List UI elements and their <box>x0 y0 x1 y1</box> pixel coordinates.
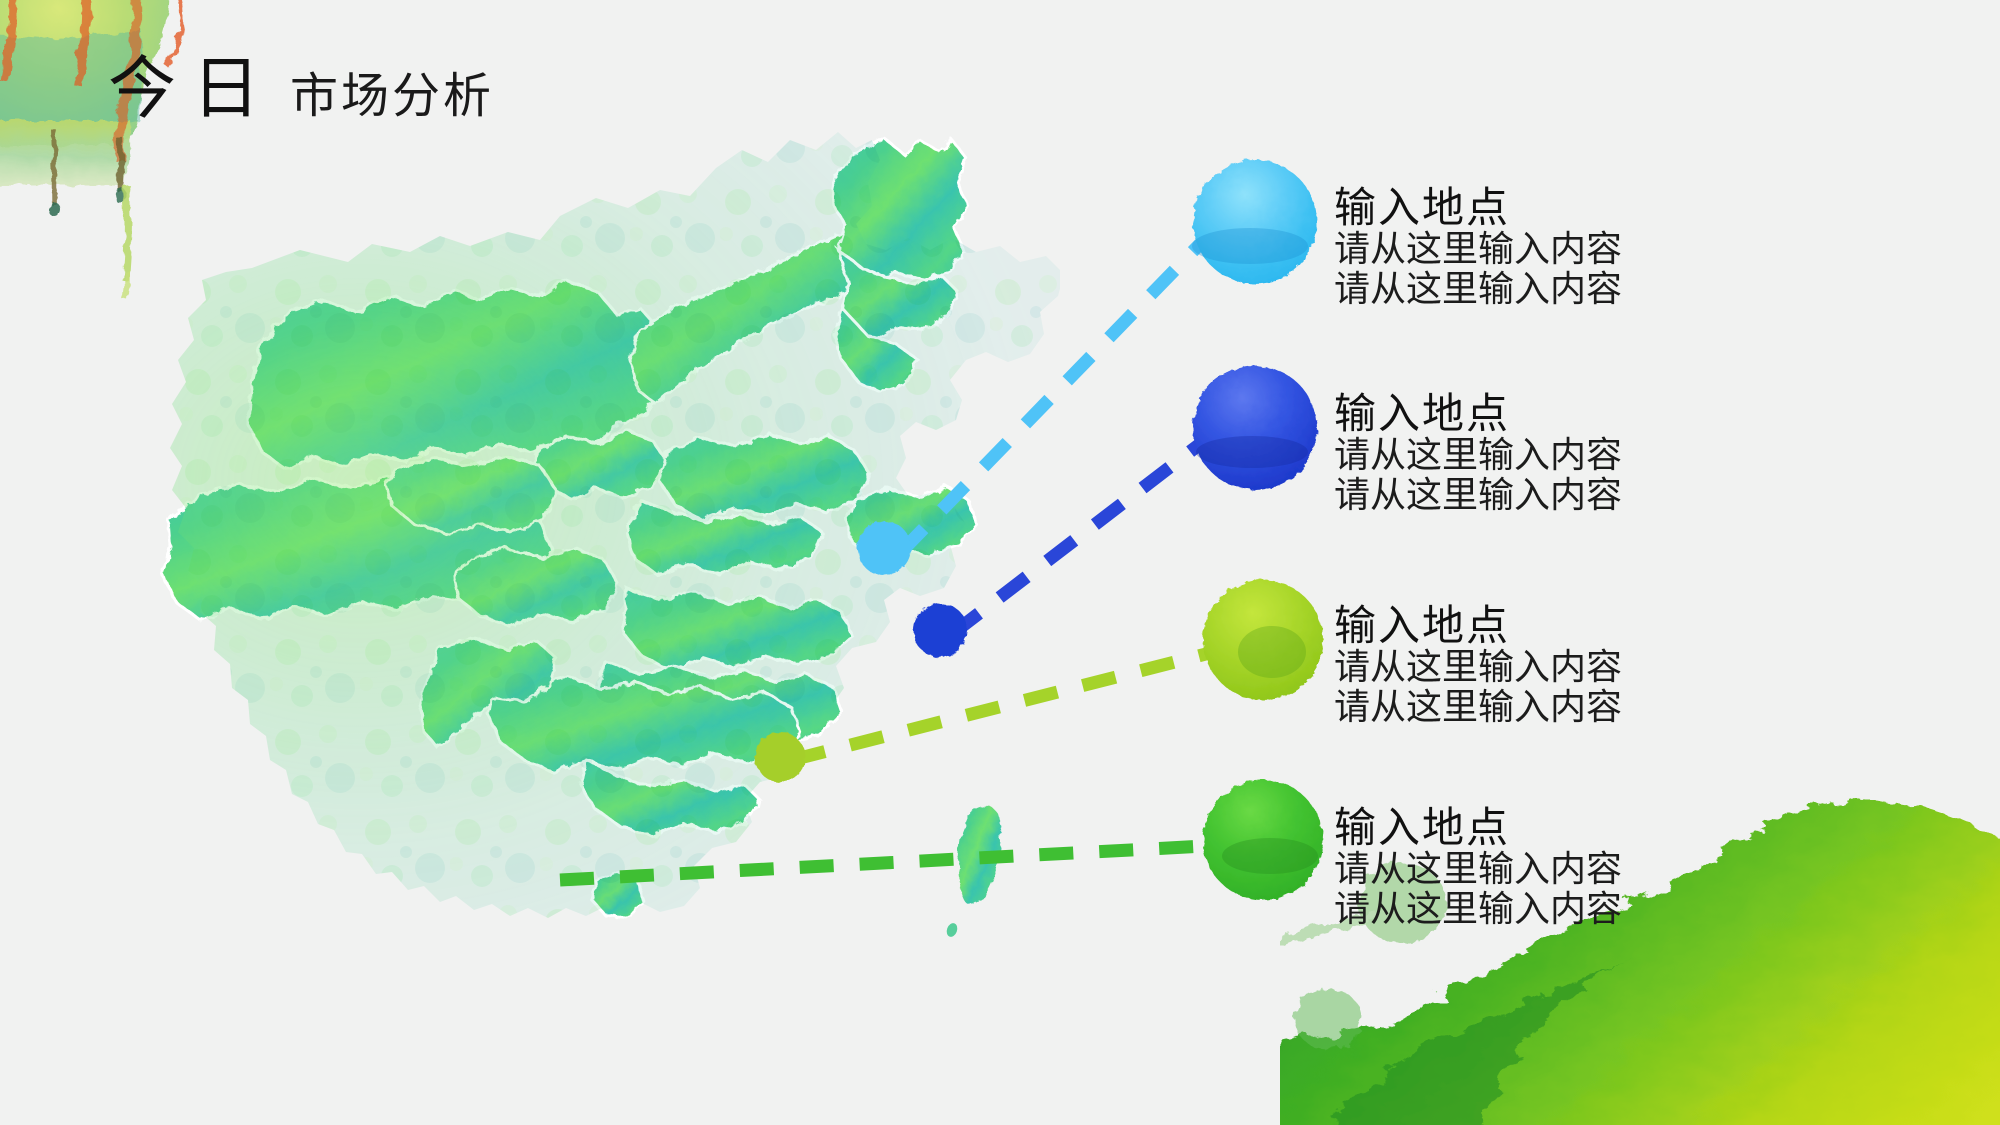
legend-heading-4: 输入地点 <box>1334 803 1511 852</box>
legend-item-1[interactable]: 输入地点 请从这里输入内容 请从这里输入内容 <box>1334 183 1623 311</box>
legend-body-line1-1: 请从这里输入内容 <box>1334 229 1623 271</box>
legend-circle-3[interactable] <box>1203 580 1323 700</box>
legend-heading-1: 输入地点 <box>1334 183 1511 232</box>
title-main-text: 今日 <box>108 50 277 129</box>
legend-body-line2-3: 请从这里输入内容 <box>1334 687 1623 729</box>
connector-line-4 <box>559 839 1207 887</box>
map-marker-1[interactable] <box>857 521 911 575</box>
connector-line-3 <box>790 647 1208 767</box>
title-sub-text: 市场分析 <box>290 68 495 124</box>
map-marker-3[interactable] <box>755 732 805 782</box>
legend-body-line2-4: 请从这里输入内容 <box>1334 889 1623 931</box>
legend-heading-2: 输入地点 <box>1334 389 1511 438</box>
map-marker-2[interactable] <box>913 603 967 657</box>
legend-circle-2[interactable] <box>1193 366 1317 490</box>
slide-title: 今日 市场分析 <box>108 56 494 124</box>
legend-body-line2-1: 请从这里输入内容 <box>1334 269 1623 311</box>
legend-circle-1[interactable] <box>1193 160 1317 284</box>
legend-body-line1-2: 请从这里输入内容 <box>1334 435 1623 477</box>
legend-body-line1-4: 请从这里输入内容 <box>1334 849 1623 891</box>
legend-item-4[interactable]: 输入地点 请从这里输入内容 请从这里输入内容 <box>1334 803 1623 931</box>
legend-body-line1-3: 请从这里输入内容 <box>1334 647 1623 689</box>
legend-body-line2-2: 请从这里输入内容 <box>1334 475 1623 517</box>
legend-item-2[interactable]: 输入地点 请从这里输入内容 请从这里输入内容 <box>1334 389 1623 517</box>
connector-line-2 <box>948 438 1204 640</box>
legend-heading-3: 输入地点 <box>1334 601 1511 650</box>
legend-item-3[interactable]: 输入地点 请从这里输入内容 请从这里输入内容 <box>1334 601 1623 729</box>
connector-line-1 <box>895 239 1205 558</box>
